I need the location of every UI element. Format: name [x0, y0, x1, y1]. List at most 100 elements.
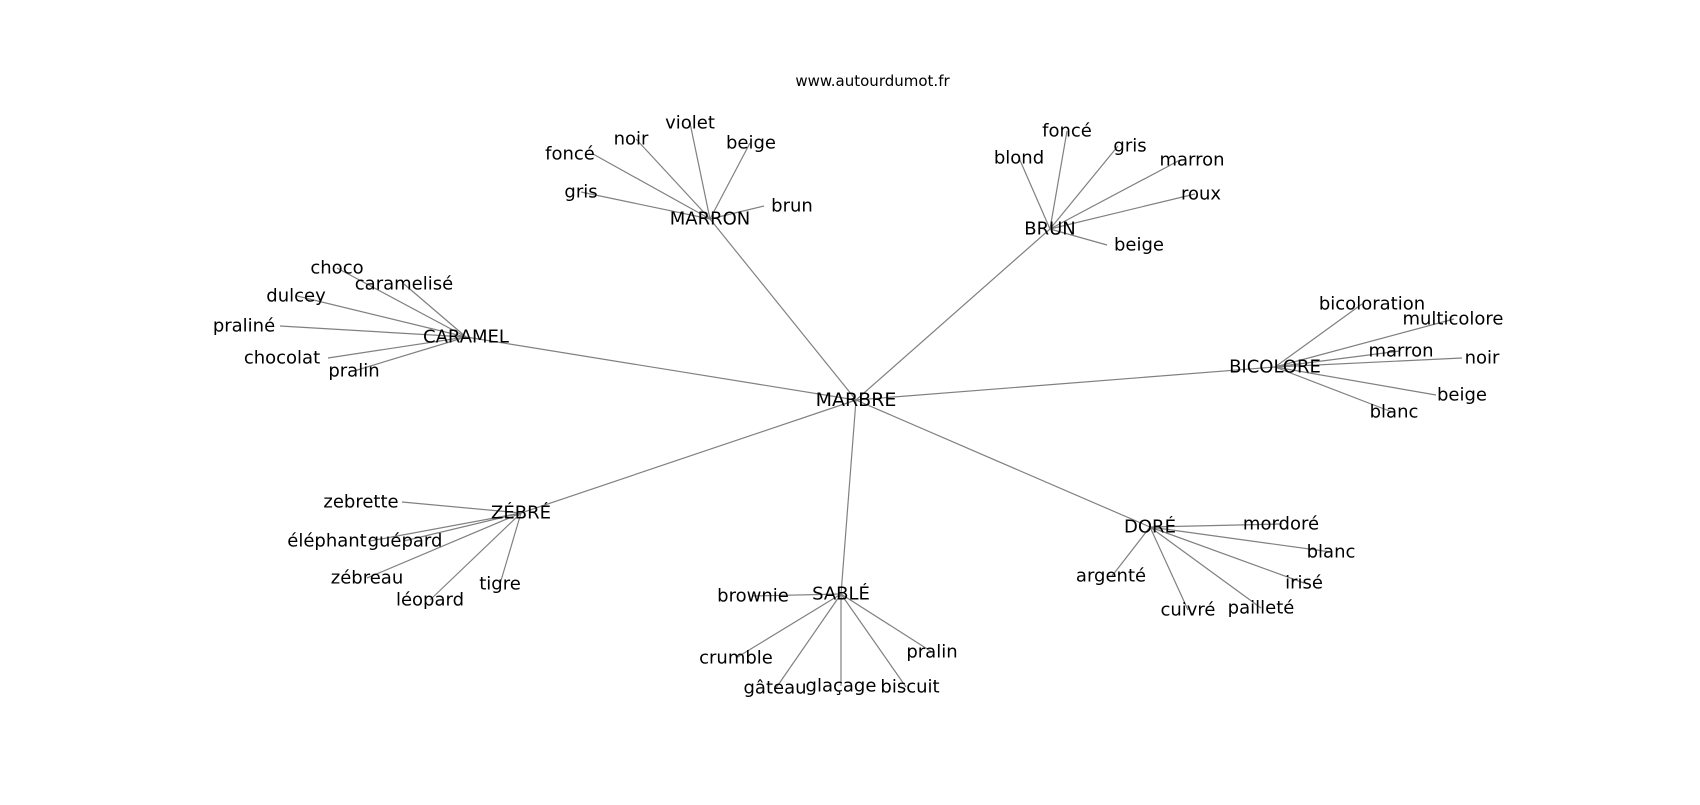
leaf-node-label: cuivré [1160, 600, 1215, 621]
hub-node-label: ZÉBRÉ [491, 502, 551, 524]
leaf-node-label: marron [1159, 150, 1224, 171]
edge-hub-leaf [1018, 157, 1051, 230]
edge-hub-leaf [1049, 130, 1068, 230]
leaf-node-label: blanc [1370, 402, 1419, 423]
edge-hub-leaf [369, 512, 522, 542]
edge-hub-leaf [1149, 526, 1189, 611]
edge-hub-leaf [403, 283, 467, 338]
edge-hub-leaf [1049, 145, 1119, 230]
leaf-node-label: caramelisé [355, 274, 453, 295]
leaf-node-label: pralin [328, 361, 379, 382]
leaf-node-label: brun [771, 196, 813, 217]
hub-node-label: DORÉ [1124, 516, 1176, 538]
edge-hub-leaf [1149, 526, 1332, 553]
leaf-node-label: dulcey [266, 286, 326, 307]
edge-hub-leaf [1149, 526, 1305, 584]
edge-hub-leaf [327, 336, 467, 359]
edge-center-hub [855, 228, 1051, 401]
leaf-node-label: bicoloration [1319, 294, 1425, 315]
leaf-node-label: argenté [1076, 566, 1146, 587]
edge-hub-leaf [1274, 366, 1393, 413]
hub-node-label: MARRON [670, 209, 751, 230]
leaf-node-label: crumble [699, 648, 773, 669]
edge-center-hub [855, 399, 1151, 528]
leaf-node-label: choco [310, 258, 363, 279]
edge-hub-leaf [580, 191, 711, 220]
leaf-node-label: guépard [368, 531, 443, 552]
leaf-node-label: pralin [906, 642, 957, 663]
edge-hub-leaf [840, 593, 907, 688]
edge-hub-leaf [1274, 357, 1463, 368]
edge-hub-leaf [689, 122, 711, 220]
edge-hub-leaf [775, 593, 842, 689]
leaf-node-label: mordoré [1243, 514, 1319, 535]
leaf-node-label: roux [1181, 184, 1221, 205]
leaf-node-label: foncé [545, 144, 595, 165]
leaf-node-label: zebrette [323, 492, 398, 513]
leaf-node-label: gris [564, 182, 597, 203]
edge-hub-leaf [1274, 350, 1401, 368]
leaf-node-label: foncé [1042, 121, 1092, 142]
hub-node-label: CARAMEL [423, 327, 509, 348]
edge-hub-leaf [279, 325, 467, 338]
edge-hub-leaf [336, 267, 467, 338]
leaf-node-label: brownie [717, 586, 789, 607]
leaf-node-label: irisé [1285, 573, 1323, 594]
leaf-node-label: zébreau [331, 568, 403, 589]
edge-hub-leaf [735, 593, 842, 659]
center-node-label: MARBRE [816, 389, 897, 411]
edge-hub-leaf [1049, 228, 1108, 246]
edge-hub-leaf [296, 295, 467, 338]
edge-hub-leaf [709, 205, 765, 220]
edge-hub-leaf [403, 512, 522, 542]
leaf-node-label: beige [1114, 235, 1164, 256]
leaf-node-label: gris [1113, 136, 1146, 157]
leaf-node-label: noir [1465, 348, 1500, 369]
edge-hub-leaf [1149, 526, 1262, 609]
leaf-node-label: pailleté [1228, 598, 1295, 619]
edge-hub-leaf [499, 512, 522, 585]
leaf-node-label: noir [614, 129, 649, 150]
leaf-node-label: violet [665, 113, 715, 134]
leaf-node-label: beige [1437, 385, 1487, 406]
edge-center-hub [465, 336, 857, 401]
edge-hub-leaf [429, 512, 522, 601]
leaf-node-label: chocolat [244, 348, 320, 369]
edge-hub-leaf [353, 336, 467, 372]
hub-node-label: SABLÉ [812, 583, 870, 605]
edge-hub-leaf [1149, 523, 1283, 528]
leaf-node-label: léopard [396, 590, 464, 611]
hub-node-label: BICOLORE [1229, 357, 1321, 378]
source-url: www.autourdumot.fr [795, 72, 950, 90]
edge-hub-leaf [1274, 318, 1455, 368]
leaf-node-label: éléphant [287, 531, 366, 552]
edge-hub-leaf [1274, 366, 1437, 396]
leaf-node-label: biscuit [880, 677, 939, 698]
edge-center-hub [840, 399, 857, 595]
leaf-node-label: multicolore [1402, 309, 1503, 330]
edge-center-hub [520, 399, 857, 514]
edge-hub-leaf [635, 138, 711, 220]
hub-node-label: BRUN [1024, 219, 1076, 240]
leaf-node-label: glaçage [806, 676, 877, 697]
edge-hub-leaf [366, 512, 522, 579]
edge-center-hub [709, 218, 857, 401]
leaf-node-label: praliné [213, 316, 275, 337]
edge-hub-leaf [752, 593, 842, 597]
leaf-node-label: marron [1368, 341, 1433, 362]
edge-hub-leaf [1049, 193, 1196, 230]
edge-hub-leaf [840, 593, 933, 653]
edge-center-hub [855, 366, 1276, 401]
leaf-node-label: tigre [479, 574, 521, 595]
edge-hub-leaf [592, 153, 711, 220]
leaf-node-label: blond [994, 148, 1044, 169]
edge-hub-leaf [401, 501, 522, 514]
leaf-node-label: blanc [1307, 542, 1356, 563]
edge-hub-leaf [1049, 159, 1181, 230]
graph-edges [279, 122, 1463, 689]
edge-hub-leaf [1111, 526, 1151, 577]
edge-hub-leaf [709, 142, 751, 220]
